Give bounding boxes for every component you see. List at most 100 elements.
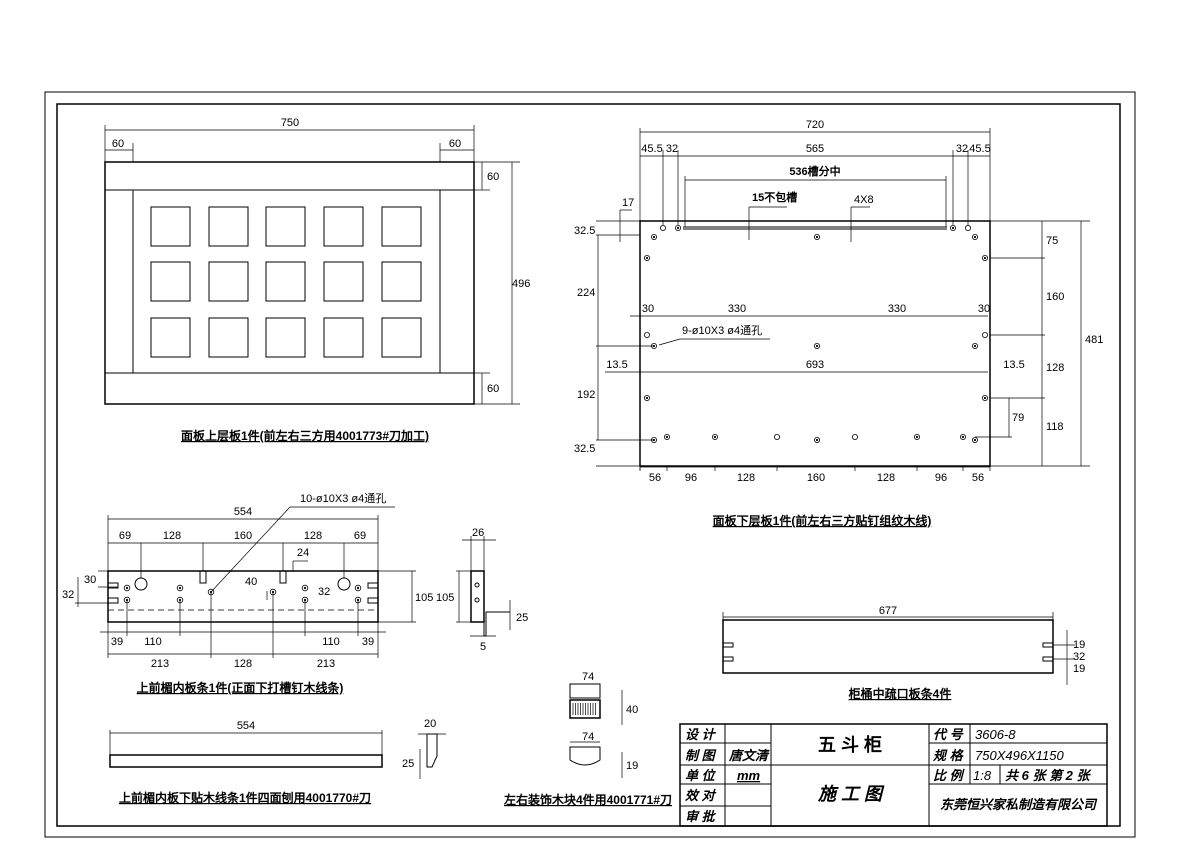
dim-label: 69 (119, 530, 131, 542)
dim-label: 17 (622, 197, 634, 209)
panel-square (381, 206, 422, 247)
panel-square (208, 206, 249, 247)
dim-label: 69 (354, 530, 366, 542)
panel-square (150, 261, 191, 302)
dim-label: 536槽分中 (789, 164, 840, 178)
dim-label: 45.5 (969, 143, 990, 155)
dim-label: 105 (436, 592, 454, 604)
hole (774, 433, 781, 440)
dim-label: 128 (1046, 362, 1064, 374)
hole (982, 331, 989, 338)
dim-label: 32 (956, 143, 968, 155)
dim-label: 32.5 (574, 443, 595, 455)
view-caption: 柜桶中疏口板条4件 (848, 686, 952, 701)
view-caption: 面板下层板1件(前左右三方贴钉组纹木线) (713, 513, 932, 528)
dim-label: 25 (402, 758, 414, 770)
dim-label: 30 (978, 303, 990, 315)
panel-square (323, 317, 364, 358)
dim-label: 25 (516, 612, 528, 624)
dim-label: 213 (151, 658, 169, 670)
dim-label: 554 (234, 506, 252, 518)
dim-label: 213 (317, 658, 335, 670)
view-caption: 面板上层板1件(前左右三方用4001773#刀加工) (181, 428, 429, 443)
hole-center (815, 235, 819, 239)
company-name: 东莞恒兴家私制造有限公司 (940, 797, 1098, 812)
panel-square (265, 317, 306, 358)
spec-value: 750X496X1150 (975, 748, 1064, 763)
dim-label: 60 (449, 138, 461, 150)
hole-center (303, 586, 307, 590)
bottom-panel-view: 720 45.5 32 565 32 45.5 536槽分中 15不包槽 4X8… (574, 119, 1103, 528)
scale-label: 比 例 (933, 768, 966, 783)
dim-label: 13.5 (1003, 359, 1024, 371)
outer-frame (44, 91, 1136, 838)
dim-label: 20 (424, 718, 436, 730)
dim-label: 554 (237, 720, 255, 732)
dim-label: 32 (62, 589, 74, 601)
check-label: 效 对 (685, 788, 717, 803)
hole-center (973, 344, 977, 348)
dim-label: 56 (972, 472, 984, 484)
view-caption: 上前楣内板下贴木线条1件四面刨用4001770#刀 (119, 790, 371, 805)
hole (660, 224, 667, 231)
hole-center (983, 396, 987, 400)
dim-label: 481 (1085, 334, 1103, 346)
dim-label: 496 (512, 278, 530, 290)
dim-label: 13.5 (606, 359, 627, 371)
dim-label: 15不包槽 (752, 190, 797, 204)
drawing-type: 施 工 图 (817, 784, 885, 804)
hole-center (645, 256, 649, 260)
hole-center (815, 438, 819, 442)
dim-label: 720 (806, 119, 824, 131)
dim-label: 45.5 (641, 143, 662, 155)
dim-label: 26 (472, 527, 484, 539)
dim-label: 32.5 (574, 225, 595, 237)
dim-label: 330 (888, 303, 906, 315)
hole-center (815, 344, 819, 348)
dim-label: 32 (318, 586, 330, 598)
dim-label: 750 (281, 117, 299, 129)
drawer-rail-view: 677 19 32 19 柜桶中疏口板条4件 (722, 605, 1085, 701)
dim-label: 118 (1046, 421, 1064, 433)
dim-label: 74 (582, 731, 594, 743)
hole-center (973, 235, 977, 239)
dim-label: 160 (234, 530, 252, 542)
dim-label: 75 (1046, 235, 1058, 247)
panel-square (323, 261, 364, 302)
hole-center (676, 226, 680, 230)
dim-label: 160 (807, 472, 825, 484)
view-caption: 上前楣内板条1件(正面下打槽钉木线条) (137, 680, 344, 695)
dim-label: 79 (1012, 412, 1024, 424)
dim-label: 105 (415, 592, 433, 604)
dim-label: 24 (297, 547, 309, 559)
dim-label: 19 (1073, 663, 1085, 675)
panel-square (208, 261, 249, 302)
approve-label: 审 批 (685, 809, 717, 824)
hole (852, 433, 859, 440)
dim-label: 96 (935, 472, 947, 484)
hole-center (356, 586, 360, 590)
hole-center (652, 235, 656, 239)
deco-block-view: 74 40 74 19 左右装饰木块4件用4001771#刀 (503, 671, 672, 807)
dim-label: 677 (879, 605, 897, 617)
hole-center (178, 586, 182, 590)
panel-square (265, 261, 306, 302)
dim-label: 19 (626, 760, 638, 772)
dim-label: 30 (84, 574, 96, 586)
dim-label: 128 (737, 472, 755, 484)
hole-center (973, 438, 977, 442)
panel-square (150, 317, 191, 358)
scale-value: 1:8 (973, 768, 992, 783)
panel-square (381, 261, 422, 302)
drawer-name: 唐文清 (728, 748, 770, 763)
dim-label: 32 (1073, 651, 1085, 663)
code-value: 3606-8 (975, 727, 1016, 742)
drawing-label: 制 图 (685, 748, 717, 763)
dim-label: 60 (112, 138, 124, 150)
dim-label: 330 (728, 303, 746, 315)
dim-label: 60 (487, 383, 499, 395)
dim-label: 160 (1046, 291, 1064, 303)
panel-square (150, 206, 191, 247)
hole-center (915, 435, 919, 439)
